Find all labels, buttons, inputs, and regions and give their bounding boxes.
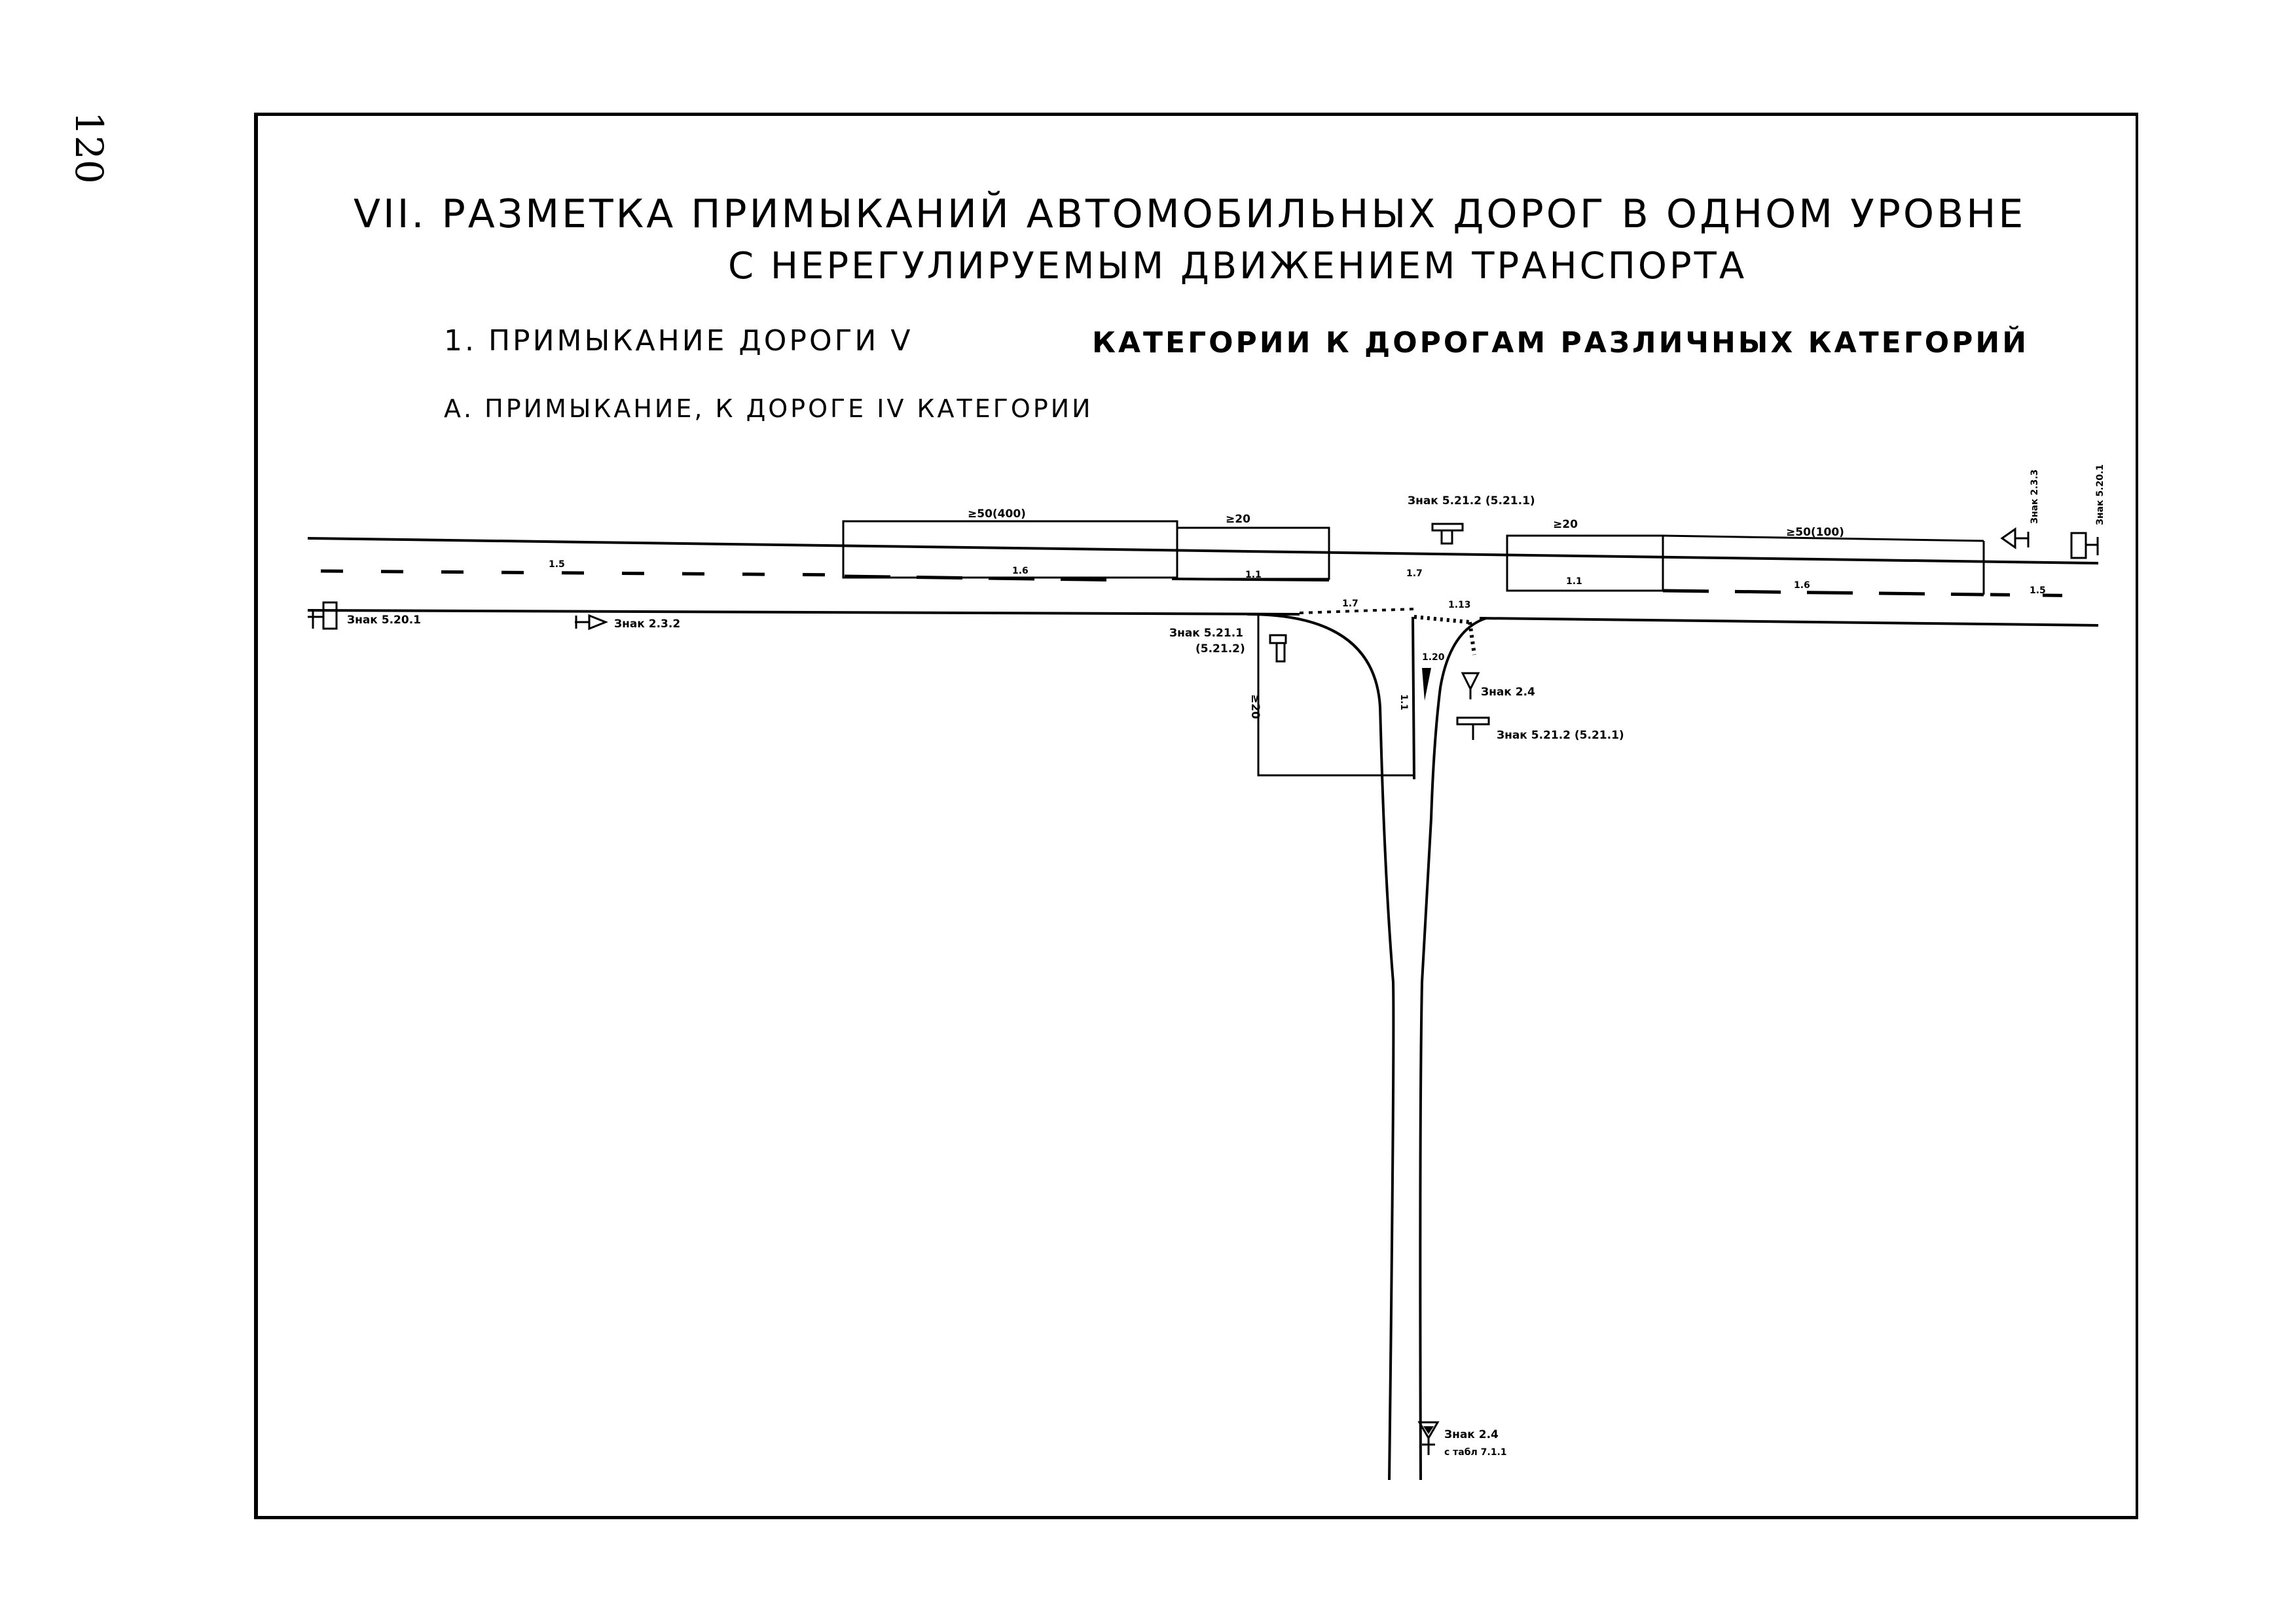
zone-box-left-2 — [1176, 526, 1330, 580]
marking-1-6-left: 1.6 — [1012, 566, 1029, 576]
yield-line-triangles-curve — [1468, 621, 1476, 655]
drawing-frame — [254, 113, 2138, 1519]
sign-label-5-21-2-top: Знак 5.21.2 (5.21.1) — [1408, 494, 1535, 507]
dim-50-400: ≥50(400) — [968, 507, 1026, 521]
sign-2-4-lower — [1417, 1421, 1440, 1455]
main-road-bottom-edge-right — [1479, 617, 2099, 627]
marking-1-1-vertical: 1.1 — [1398, 694, 1409, 710]
sign-label-5-20-1-left: Знак 5.20.1 — [347, 614, 421, 627]
center-line-1-6-right — [1662, 589, 1984, 597]
subtitle-left: 1. ПРИМЫКАНИЕ ДОРОГИ V — [444, 324, 913, 358]
side-zone-box — [1257, 614, 1414, 777]
sign-5-21-1 — [1269, 634, 1287, 663]
sign-2-4-upper — [1461, 672, 1480, 699]
sign-5-21-2-lower — [1456, 716, 1490, 740]
sign-5-20-1-right — [2070, 532, 2099, 559]
sign-label-2-4-lower: Знак 2.4 — [1444, 1428, 1499, 1441]
dim-20-a: ≥20 — [1226, 513, 1250, 526]
sign-2-3-2 — [575, 614, 609, 631]
sign-label-5-21-2-paren: (5.21.2) — [1195, 642, 1245, 655]
stop-line-dotted — [1299, 608, 1415, 614]
sign-label-5-21-2-lower: Знак 5.21.2 (5.21.1) — [1497, 729, 1624, 742]
subtitle-right: КАТЕГОРИИ К ДОРОГАМ РАЗЛИЧНЫХ КАТЕГОРИЙ — [1092, 326, 2030, 360]
marking-1-1-left: 1.1 — [1245, 570, 1262, 580]
sign-label-2-3-2: Знак 2.3.2 — [614, 618, 680, 631]
sign-5-20-1-left — [308, 601, 338, 630]
sign-label-2-4-upper: Знак 2.4 — [1481, 686, 1535, 699]
zone-box-right-1 — [1506, 534, 1664, 592]
dim-50-100: ≥50(100) — [1786, 526, 1844, 539]
side-road-left-edge — [1247, 613, 1395, 1481]
marking-1-20-triangle — [1422, 668, 1431, 701]
dim-20-b: ≥20 — [1553, 518, 1578, 531]
title-line-1: VII. РАЗМЕТКА ПРИМЫКАНИЙ АВТОМОБИЛЬНЫХ Д… — [354, 191, 2026, 237]
side-road-center-line — [1412, 616, 1415, 780]
sign-label-2-4-table: с табл 7.1.1 — [1444, 1447, 1507, 1458]
marking-1-6-right: 1.6 — [1794, 580, 1810, 591]
main-road-bottom-edge-left — [307, 609, 1300, 616]
marking-1-20: 1.20 — [1422, 652, 1445, 663]
marking-1-7-top: 1.7 — [1406, 568, 1423, 579]
marking-1-1-right: 1.1 — [1566, 576, 1582, 587]
sign-label-5-20-1-right: Знак 5.20.1 — [2095, 464, 2105, 525]
marking-1-5-right: 1.5 — [2030, 585, 2046, 596]
yield-line-triangles — [1413, 615, 1470, 624]
center-line-1-5-right — [1990, 593, 2096, 598]
sign-2-3-3 — [2000, 527, 2030, 549]
center-line-1-5-left — [320, 569, 845, 577]
title-line-2: С НЕРЕГУЛИРУЕМЫМ ДВИЖЕНИЕМ ТРАНСПОРТА — [728, 245, 1747, 287]
sign-5-21-2-top — [1431, 523, 1464, 545]
marking-1-7-stop: 1.7 — [1342, 599, 1358, 609]
marking-1-13: 1.13 — [1448, 600, 1471, 610]
sign-label-5-21-1: Знак 5.21.1 — [1169, 627, 1243, 640]
main-road-top-edge — [307, 537, 2099, 564]
sign-label-2-3-3: Знак 2.3.3 — [2030, 470, 2040, 524]
section-title: А. ПРИМЫКАНИЕ, К ДОРОГЕ IV КАТЕГОРИИ — [444, 394, 1093, 423]
marking-1-5-left: 1.5 — [549, 559, 565, 570]
zone-line-right-2 — [1662, 534, 1984, 542]
dim-20-vertical: ≥20 — [1248, 694, 1262, 719]
side-road-right-edge — [1419, 617, 1487, 1481]
